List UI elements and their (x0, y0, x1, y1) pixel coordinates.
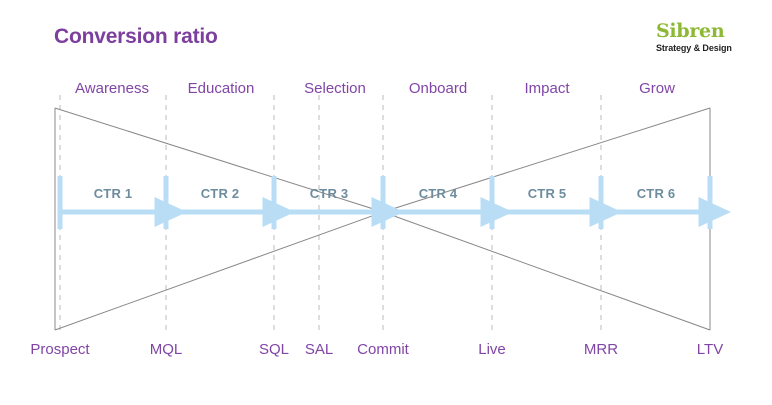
funnel-upper-left-slope (54, 107, 384, 213)
phase-label-awareness: Awareness (75, 80, 149, 97)
ctr-label-ctr-2: CTR 2 (200, 186, 240, 201)
stage-label-prospect: Prospect (30, 341, 90, 358)
stage-label-mql: MQL (149, 341, 183, 358)
ctr-label-ctr-6: CTR 6 (636, 186, 676, 201)
phase-label-selection: Selection (304, 80, 366, 97)
logo-tagline: Strategy & Design (656, 43, 732, 53)
ctr-label-ctr-3: CTR 3 (309, 186, 349, 201)
phase-label-education: Education (187, 80, 255, 97)
phase-label-onboard: Onboard (408, 80, 468, 97)
ctr-label-ctr-4: CTR 4 (418, 186, 458, 201)
stage-label-commit: Commit (357, 341, 409, 358)
funnel-lower-right-slope (382, 211, 711, 331)
ctr-label-ctr-5: CTR 5 (527, 186, 567, 201)
stage-label-sal: SAL (304, 341, 334, 358)
stage-label-mrr: MRR (583, 341, 619, 358)
stage-label-live: Live (478, 341, 506, 358)
funnel-lower-left-slope (54, 211, 384, 331)
ctr-label-ctr-1: CTR 1 (93, 186, 133, 201)
stage-label-sql: SQL (258, 341, 290, 358)
phase-label-impact: Impact (524, 80, 570, 97)
funnel-upper-right-slope (382, 107, 711, 213)
brand-logo: Sibren Strategy & Design (656, 22, 748, 53)
page-title: Conversion ratio (54, 25, 218, 48)
stage-label-ltv: LTV (696, 341, 724, 358)
phase-label-grow: Grow (639, 80, 675, 97)
stage-tick-group (57, 176, 713, 229)
logo-wordmark: Sibren (656, 20, 725, 42)
